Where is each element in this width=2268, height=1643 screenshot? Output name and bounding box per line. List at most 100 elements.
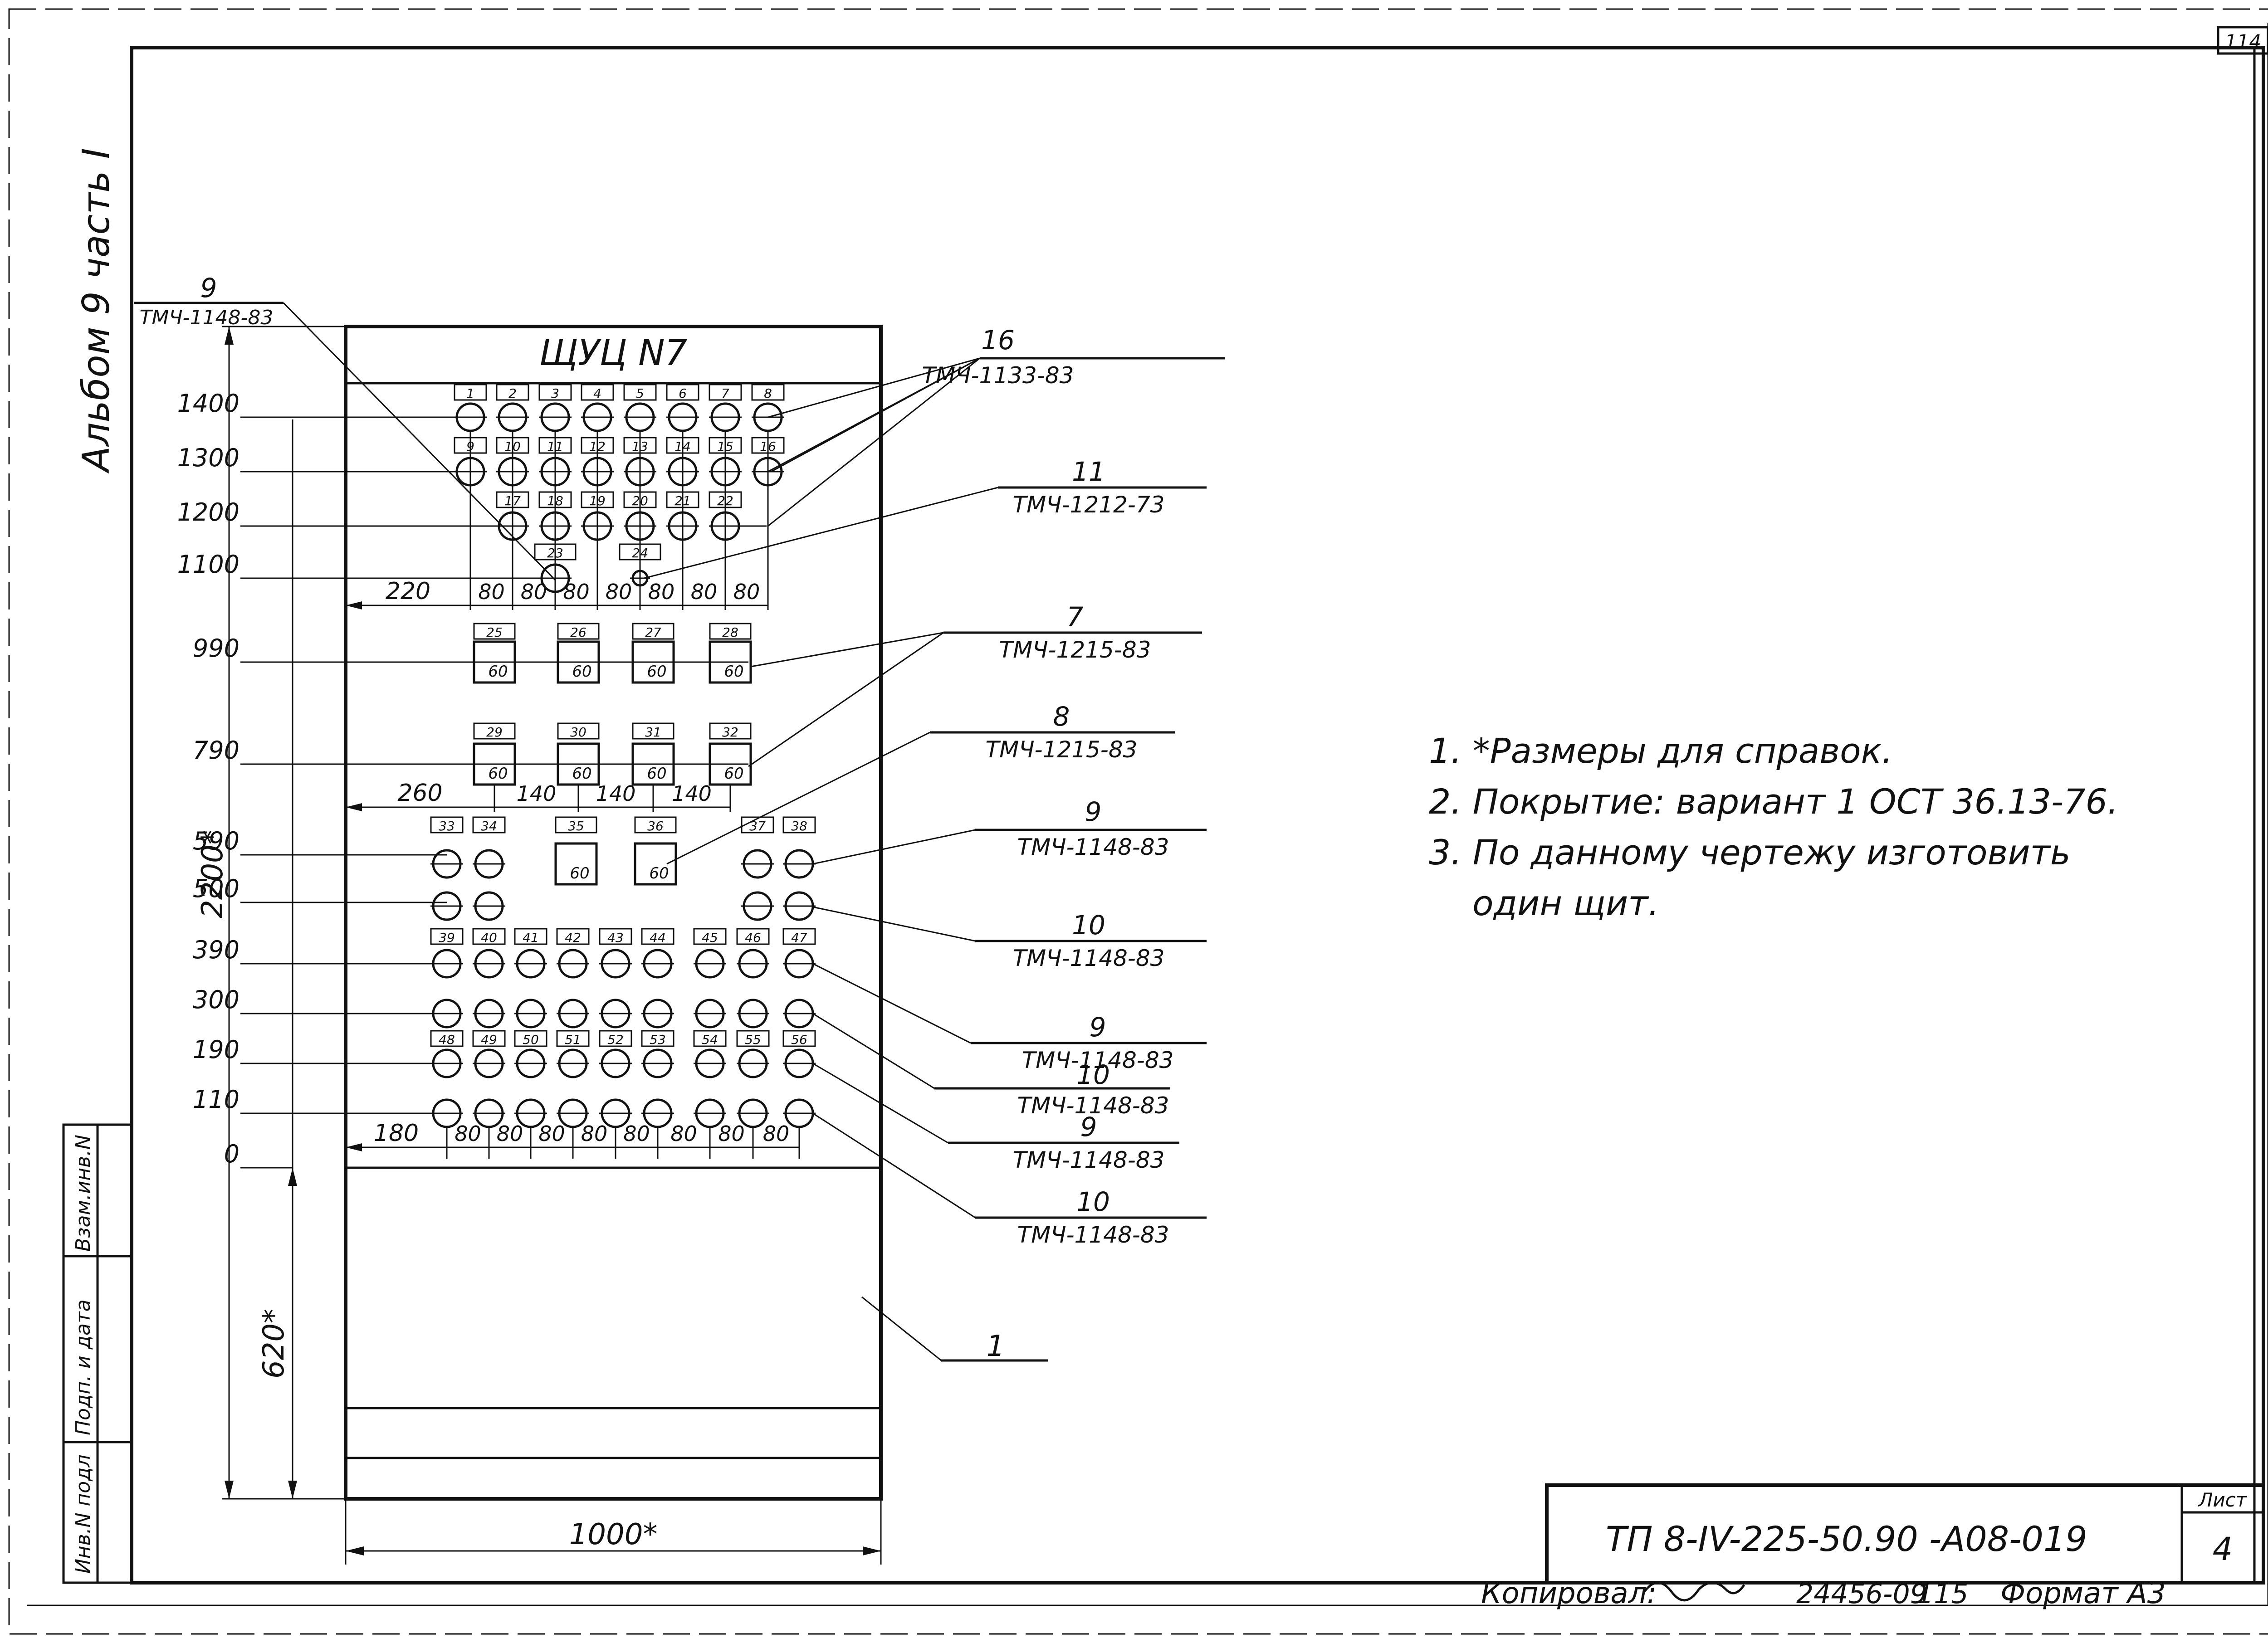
dimension-step-value: 80 xyxy=(497,1121,523,1146)
device-label-number: 41 xyxy=(523,930,539,945)
dimension-step-value: 80 xyxy=(763,1121,790,1146)
callout-document: ТМЧ-1148-83 xyxy=(1017,1222,1169,1248)
callout-leader xyxy=(666,731,930,865)
title-block-sheet-number: 4 xyxy=(2213,1531,2233,1568)
callout-leader xyxy=(812,1063,948,1144)
device-label-number: 34 xyxy=(481,819,497,834)
panel-cabinet xyxy=(344,325,883,1501)
device-box-label: 60 xyxy=(570,864,589,882)
device-label-number: 8 xyxy=(764,386,772,401)
height-tick-label: 1200 xyxy=(177,498,240,527)
device-label-plate xyxy=(641,928,675,945)
callout-leader xyxy=(767,357,980,527)
device-label-plate xyxy=(782,1030,816,1047)
sheet-corner-box xyxy=(2217,26,2268,55)
device-box-label: 60 xyxy=(572,663,591,681)
device-box-label: 60 xyxy=(647,765,666,783)
device-box-label: 60 xyxy=(724,663,743,681)
signature xyxy=(1643,1581,1745,1602)
device-label-plate xyxy=(496,384,529,401)
device-box-label: 60 xyxy=(649,864,669,882)
stamp-replace-inv: Взам.инв.N xyxy=(72,1135,95,1252)
height-tick-label: 500 xyxy=(193,874,240,903)
callout-document: ТМЧ-1215-83 xyxy=(999,637,1151,663)
callout-number: 8 xyxy=(1053,701,1070,732)
dimension-step-value: 80 xyxy=(623,1121,650,1146)
callout-leader xyxy=(771,357,980,473)
dimension-step-value: 80 xyxy=(478,580,505,604)
device-label-plate xyxy=(736,928,770,945)
device-label-number: 45 xyxy=(702,930,718,945)
device-label-number: 50 xyxy=(523,1032,539,1047)
device-label-plate xyxy=(709,722,752,740)
drawing-notes: 1. *Размеры для справок. 2. Покрытие: ва… xyxy=(1429,726,2177,929)
device-label-plate xyxy=(472,928,506,945)
callout-document: ТМЧ-1148-83 xyxy=(1013,1147,1165,1173)
device-label-plate xyxy=(555,816,597,834)
device-label-number: 48 xyxy=(439,1032,455,1047)
device-label-plate xyxy=(736,1030,770,1047)
copied-by-label: Копировал: xyxy=(1481,1577,1657,1610)
callout-leader xyxy=(812,1112,976,1219)
callout-leader xyxy=(767,357,980,418)
device-label-number: 44 xyxy=(650,930,666,945)
device-label-plate xyxy=(473,722,516,740)
device-label-plate xyxy=(430,816,464,834)
callout-document: ТМЧ-1148-83 xyxy=(1017,1092,1169,1119)
copy-number: 115 xyxy=(1916,1578,1969,1610)
sheet-format: Формат А3 xyxy=(2000,1577,2166,1610)
height-tick-label: 300 xyxy=(193,985,240,1014)
height-tick-label: 190 xyxy=(193,1035,240,1064)
device-label-plate xyxy=(454,384,487,401)
device-label-number: 46 xyxy=(745,930,761,945)
device-label-number: 31 xyxy=(645,725,661,740)
vertical-dimensions xyxy=(222,326,346,1500)
device-label-plate xyxy=(430,928,464,945)
device-label-number: 54 xyxy=(702,1032,718,1047)
height-tick-label: 990 xyxy=(193,634,240,663)
dimension-step-value: 80 xyxy=(718,1121,745,1146)
device-label-number: 55 xyxy=(745,1032,761,1047)
callout-document: ТМЧ-1148-83 xyxy=(1013,945,1165,971)
dimension-arrow xyxy=(346,1143,362,1151)
note-3: 3. По данному чертежу изготовить xyxy=(1429,832,2071,873)
device-label-plate xyxy=(632,623,675,640)
height-tick-label: 0 xyxy=(224,1140,240,1168)
device-label-plate xyxy=(632,722,675,740)
device-label-plate xyxy=(709,623,752,640)
device-label-number: 1 xyxy=(466,386,474,401)
sheet-corner-number: 114 xyxy=(2225,30,2261,53)
device-box-label: 60 xyxy=(572,765,591,783)
height-tick-label: 1300 xyxy=(177,444,240,472)
device-label-number: 56 xyxy=(791,1032,807,1047)
device-label-plate xyxy=(556,928,590,945)
device-label-number: 49 xyxy=(481,1032,497,1047)
dimension-arrow xyxy=(346,803,362,811)
device-label-number: 53 xyxy=(650,1032,666,1047)
dimension-step-value: 80 xyxy=(733,580,760,604)
callout-number: 11 xyxy=(1072,456,1105,487)
callout-leader xyxy=(748,632,944,767)
dimension-step-value: 140 xyxy=(517,781,557,806)
callout-leader xyxy=(750,632,944,668)
device-label-plate xyxy=(556,1030,590,1047)
dimension-step-value: 80 xyxy=(455,1121,481,1146)
device-label-number: 32 xyxy=(722,725,738,740)
device-label-number: 2 xyxy=(508,386,517,401)
callout-leader xyxy=(812,829,976,865)
device-label-number: 43 xyxy=(607,930,624,945)
device-label-number: 40 xyxy=(481,930,497,945)
device-label-plate xyxy=(709,384,742,401)
dimension-step-value: 140 xyxy=(672,781,712,806)
title-block-code: ТП 8-IV-225-50.90 -А08-019 xyxy=(1606,1519,2087,1559)
device-label-number: 6 xyxy=(679,386,687,401)
callout-leader xyxy=(812,906,976,942)
height-ticks: 1400130012001100990790590500390300190110… xyxy=(177,389,293,1169)
right-callouts: 16ТМЧ-1133-8311ТМЧ-1212-737ТМЧ-1215-838Т… xyxy=(644,325,1225,1248)
album-label: Альбом 9 часть I xyxy=(75,148,118,474)
lower-height: 620* xyxy=(257,1309,291,1379)
height-tick-label: 790 xyxy=(193,736,240,765)
svg-text:ТМЧ-1148-83: ТМЧ-1148-83 xyxy=(140,306,274,329)
device-label-plate xyxy=(599,1030,632,1047)
